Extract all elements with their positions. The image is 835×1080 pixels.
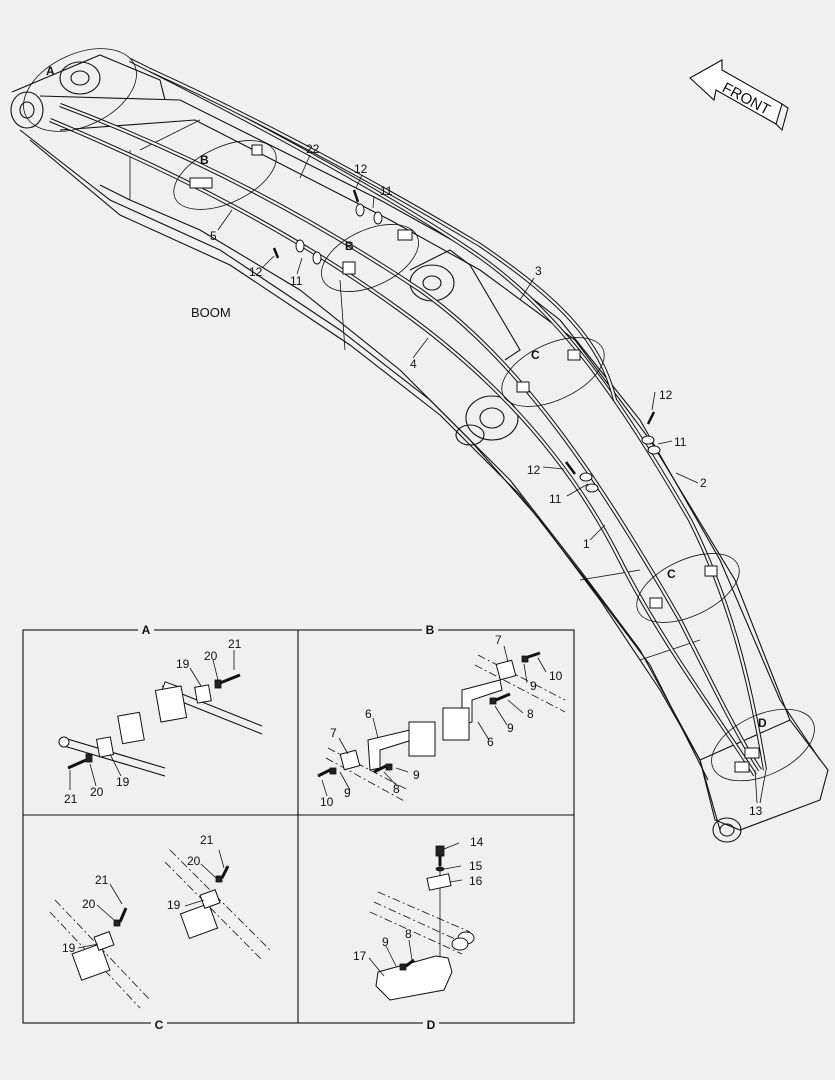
D-label-14: 14: [470, 835, 484, 849]
main-callouts: BOOM A B B C C D 22 12 11 5 12 11 3 4 12…: [46, 64, 767, 818]
callout-11-a: 11: [380, 184, 393, 198]
B-label-7a: 7: [495, 633, 502, 647]
panel-D-title: D: [427, 1018, 436, 1032]
B-label-9d: 9: [344, 786, 351, 800]
detail-ref-B-1: B: [200, 153, 209, 167]
callout-3: 3: [535, 264, 542, 278]
callout-1: 1: [583, 537, 590, 551]
panel-C: 21 20 19 21 20 19: [49, 833, 271, 1009]
boom-label: BOOM: [191, 305, 231, 320]
A-label-19b: 19: [116, 775, 130, 789]
boom-structure: [10, 54, 829, 843]
detail-circles: [23, 48, 815, 782]
B-label-6b: 6: [365, 707, 372, 721]
A-label-21a: 21: [228, 637, 242, 651]
callout-11-d: 11: [549, 492, 562, 506]
B-label-10a: 10: [549, 669, 563, 683]
B-label-8b: 8: [393, 782, 400, 796]
B-label-9b: 9: [507, 721, 514, 735]
callout-12-b: 12: [249, 265, 263, 279]
callout-12-a: 12: [354, 162, 368, 176]
B-label-10b: 10: [320, 795, 334, 809]
B-label-9a: 9: [530, 679, 537, 693]
D-label-15: 15: [469, 859, 483, 873]
C-label-20a: 20: [187, 854, 201, 868]
callout-2: 2: [700, 476, 707, 490]
callout-12-c: 12: [659, 388, 673, 402]
callout-22: 22: [306, 142, 320, 156]
hose-lines: [49, 58, 768, 777]
panel-A-title: A: [142, 623, 151, 637]
B-label-7b: 7: [330, 726, 337, 740]
A-label-20b: 20: [90, 785, 104, 799]
callout-12-d: 12: [527, 463, 541, 477]
detail-ref-D: D: [758, 716, 767, 730]
callout-5: 5: [210, 229, 217, 243]
callout-13: 13: [749, 804, 763, 818]
detail-ref-C-2: C: [667, 567, 676, 581]
C-label-21a: 21: [200, 833, 214, 847]
callout-4: 4: [410, 357, 417, 371]
A-label-20a: 20: [204, 649, 218, 663]
detail-ref-B-2: B: [345, 239, 354, 253]
B-label-8a: 8: [527, 707, 534, 721]
C-label-21b: 21: [95, 873, 109, 887]
panel-B: 7 9 10 8 9 6 7 6 9 8 9 10: [317, 633, 566, 809]
detail-ref-A: A: [46, 64, 55, 78]
C-label-20b: 20: [82, 897, 96, 911]
B-label-6a: 6: [487, 735, 494, 749]
callout-11-c: 11: [674, 435, 687, 449]
D-label-17: 17: [353, 949, 367, 963]
D-label-9: 9: [382, 935, 389, 949]
C-label-19b: 19: [62, 941, 76, 955]
panel-B-title: B: [426, 623, 435, 637]
D-label-16: 16: [469, 874, 483, 888]
leader-lines: [217, 154, 767, 804]
B-label-9c: 9: [413, 768, 420, 782]
panel-A: 19 20 21 21 20 19: [58, 637, 263, 806]
A-label-19a: 19: [176, 657, 190, 671]
A-label-21b: 21: [64, 792, 78, 806]
front-arrow: FRONT: [689, 59, 789, 132]
detail-ref-C-1: C: [531, 348, 540, 362]
callout-11-b: 11: [290, 274, 303, 288]
D-label-8: 8: [405, 927, 412, 941]
panel-D: 14 15 16 9 8 17: [353, 835, 484, 1001]
C-label-19a: 19: [167, 898, 181, 912]
panel-C-title: C: [155, 1018, 164, 1032]
